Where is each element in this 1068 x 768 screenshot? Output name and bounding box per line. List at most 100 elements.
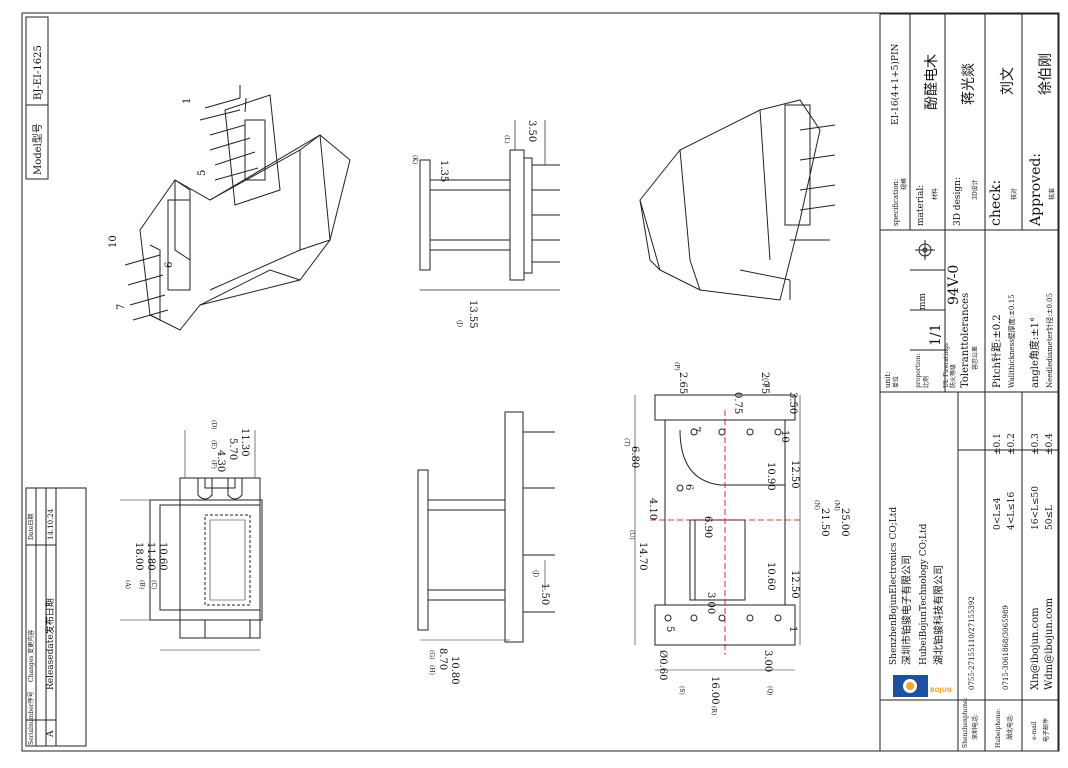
changes-row-date: 14.10.24 <box>47 508 55 540</box>
top-dim-1-35: 1.35 <box>438 160 449 182</box>
iso-pin-7: 7 <box>116 304 127 310</box>
tol-range-1: 4<L≤16 <box>1007 491 1017 530</box>
front-dim-4-30: 4.30 <box>215 450 226 472</box>
pitch: Pitch针距:±0.2 <box>990 314 1003 388</box>
changes-col-serial: Serialnumber序号 <box>27 691 35 745</box>
bottom-dim-14-70: 14.70 <box>637 542 648 571</box>
front-view <box>120 430 263 651</box>
design-label: 3D design: <box>953 177 963 226</box>
spec-label: specification: <box>892 179 900 226</box>
iso-pin-5: 5 <box>197 170 208 176</box>
bottom-dim-0-75: 0.75 <box>732 392 743 414</box>
tol-value-1: ±0.2 <box>1007 433 1017 455</box>
bottom-label-t: (T) <box>623 438 630 447</box>
design-value: 蒋光燚 <box>961 63 977 105</box>
tol-title: Toleranttolerances <box>960 293 971 388</box>
tol-value-2: ±0.3 <box>1031 433 1041 455</box>
top-dim-13-55: 13.55 <box>467 300 478 329</box>
center-lines <box>650 410 800 655</box>
changes-row-serial: A <box>46 730 56 738</box>
check-cn: 核对 <box>1010 188 1018 200</box>
bottom-view <box>634 394 801 671</box>
iso-pin-6: 6 <box>164 262 175 268</box>
bottom-pin-5: 5 <box>664 626 675 632</box>
bottom-label-p: (P) <box>673 362 680 371</box>
bottom-dim-2-65: 2.65 <box>677 372 688 394</box>
sz-phone-cn: 深圳电话: <box>971 714 979 740</box>
iso-right-pins <box>790 124 836 241</box>
tol-range-3: 50≤L <box>1045 505 1055 530</box>
unit-label: unit: <box>884 372 892 388</box>
changes-row-change: Releasedate发布日期 <box>44 598 56 690</box>
company-cn-2: 湖北铂骏科技有限公司 <box>932 565 945 665</box>
bottom-pin-10: 10 <box>779 430 790 443</box>
bottom-dim-10-90: 10.90 <box>765 462 776 491</box>
front-dim-5-70: 5.70 <box>227 438 238 460</box>
company-cn-1: 深圳市铂骏电子有限公司 <box>900 555 913 665</box>
changes-col-changes: Changes 变更内容 <box>27 630 35 682</box>
front-label-e: (E) <box>210 440 217 449</box>
bottom-dim-2-75: 2.75 <box>759 372 770 394</box>
model-value: BJ-EI-1625 <box>33 45 44 100</box>
bottom-label-n: (N) <box>813 500 820 510</box>
approved-value: 徐伯刚 <box>1038 53 1054 95</box>
front-label-h: (H) <box>428 665 435 675</box>
material-cn: 材料 <box>931 188 939 200</box>
bottom-dim-6-80: 6.80 <box>629 446 640 468</box>
spec-value: EI-16(4+1+5)PIN <box>890 43 901 125</box>
bottom-dim-6-90: 6.90 <box>702 516 713 538</box>
proportion-value: 1/1 <box>928 323 944 346</box>
email-2: Wdm@ibojun.com <box>1044 597 1055 690</box>
tol-range-0: 0<L≤4 <box>993 497 1003 530</box>
title-block <box>879 13 1059 752</box>
material-label: material: <box>916 185 926 226</box>
iso-pin-1: 1 <box>182 98 193 104</box>
hb-phone: 0715-3061868/3065989 <box>1002 605 1010 690</box>
email-label: e-mail <box>1031 721 1038 740</box>
top-label-l: (L) <box>503 135 510 144</box>
top-label-j: (J) <box>456 320 463 327</box>
bottom-pin-6: 6 <box>683 484 694 490</box>
company-en-2: HubeiBojunTechnology CO;Ltd <box>919 523 929 665</box>
fire-label: UL Fireratings <box>943 343 950 388</box>
hb-phone-cn: 湖北电话: <box>1006 714 1014 740</box>
front-dim-18-00: 18.00 <box>133 542 144 571</box>
front-label-c: (C) <box>150 580 157 589</box>
bottom-pin-1: 1 <box>787 626 798 632</box>
bottom-dim-3-00-bottom: 3.00 <box>762 650 773 672</box>
changes-col-date: Date日期 <box>27 514 35 540</box>
model-box: Model型号 BJ-EI-1625 <box>25 16 49 180</box>
bottom-dim-21-50: 21.50 <box>819 508 830 537</box>
design-cn: 3D设计 <box>971 179 979 200</box>
proportion-label: proportion: <box>915 354 922 388</box>
iso-left-pins <box>124 85 259 321</box>
unit-cn: 单位 <box>892 376 900 388</box>
logo-text: BOJUN <box>930 687 952 694</box>
check-value: 刘文 <box>1000 67 1016 95</box>
top-dim-3-50: 3.50 <box>526 120 537 142</box>
front-label-a: (A) <box>124 580 131 589</box>
sz-phone-label: Shenzhenphone: <box>962 697 969 748</box>
bojun-logo: BOJUN <box>893 675 952 697</box>
bottom-pin-holes <box>664 428 782 622</box>
bottom-dim-3-00-top: 3.00 <box>705 592 716 614</box>
material-value: 酚醛电木 <box>924 54 940 110</box>
front-dim-10-60: 10.60 <box>157 542 168 571</box>
front-label-d: (D) <box>210 420 217 430</box>
bottom-dim-25-00: 25.00 <box>839 508 850 537</box>
wall: Wallthickness壁厚度:±0.15 <box>1007 294 1016 388</box>
tol-range-2: 16<L≤50 <box>1031 486 1041 530</box>
check-label: check: <box>988 180 1004 226</box>
front-label-b: (B) <box>138 580 145 589</box>
projection-symbol <box>915 240 935 260</box>
top-side-view <box>419 120 560 291</box>
front-dim-11-30: 11.30 <box>239 428 250 457</box>
company-en-1: ShenzhenBojunElectronics CO;Ltd <box>889 507 899 665</box>
top-label-k: (K) <box>411 155 418 164</box>
bottom-dim-3-50: 3.50 <box>787 392 798 414</box>
bottom-label-o: (O) <box>762 378 769 388</box>
side-dim-1-50: 1.50 <box>539 583 550 605</box>
bottom-dim-10-60: 10.60 <box>765 562 776 591</box>
